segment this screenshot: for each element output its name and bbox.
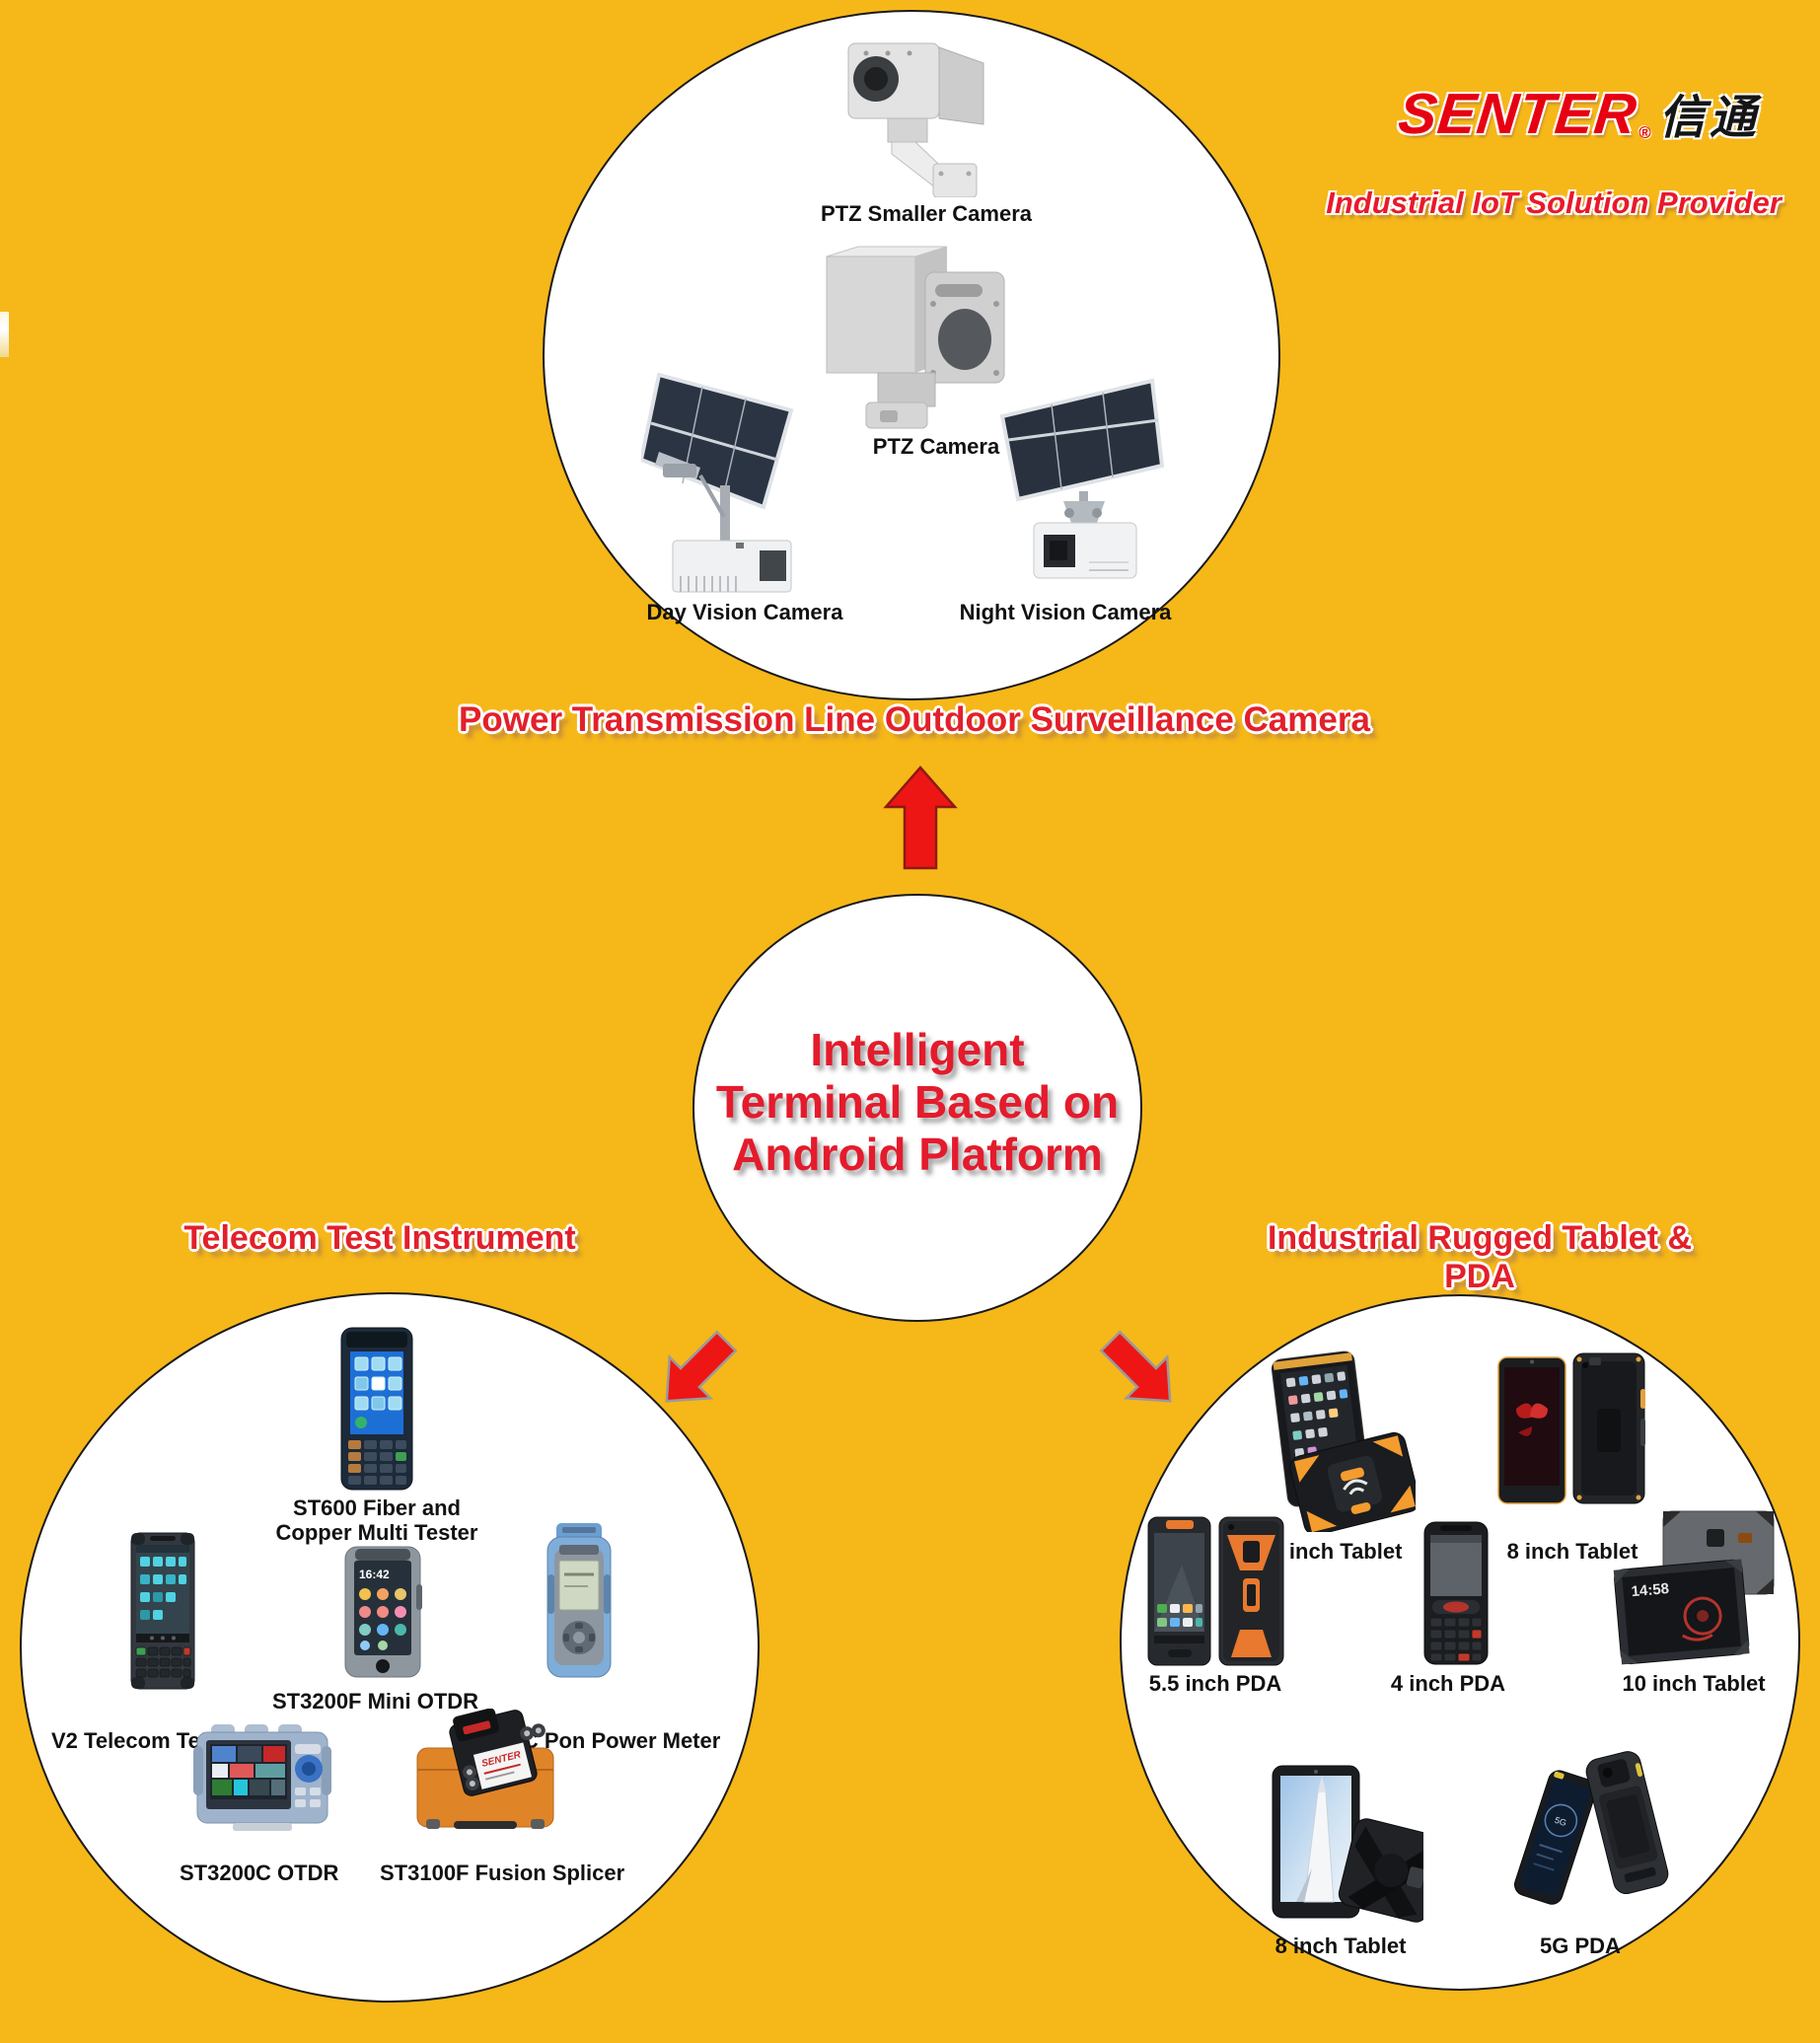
up-arrow-icon xyxy=(883,766,958,870)
center-line-2: Terminal Based on xyxy=(715,1076,1120,1128)
tablet-10inch-label: 10 inch Tablet xyxy=(1622,1671,1766,1696)
st3100f-fusion-splicer-image: SENTER xyxy=(414,1709,557,1833)
day-vision-camera-label: Day Vision Camera xyxy=(646,600,843,624)
ptz-camera-label: PTZ Camera xyxy=(872,434,1000,459)
svg-text:16:42: 16:42 xyxy=(359,1568,390,1581)
registered-trademark-icon: ® xyxy=(1638,123,1651,142)
st805c-power-meter-image xyxy=(543,1523,616,1681)
center-line-3: Android Platform xyxy=(732,1129,1103,1180)
night-vision-camera-image xyxy=(994,375,1164,602)
ptz-smaller-camera-image xyxy=(831,37,1003,197)
senter-logo-text: SENTER xyxy=(1395,82,1640,146)
down-left-arrow-icon xyxy=(626,1301,765,1440)
telecom-section-title: Telecom Test Instrument xyxy=(183,1219,576,1257)
night-vision-camera-label: Night Vision Camera xyxy=(959,600,1172,624)
tablet-8inch-top-label: 8 inch Tablet xyxy=(1506,1539,1638,1564)
st3100f-fusion-splicer-label: ST3100F Fusion Splicer xyxy=(380,1861,625,1885)
svg-text:14:58: 14:58 xyxy=(1631,1580,1670,1600)
tablet-8inch-top-image xyxy=(1494,1350,1647,1517)
pda-55inch-label: 5.5 inch PDA xyxy=(1148,1671,1282,1696)
brand-logo: SENTER ® 信通 xyxy=(1396,79,1760,147)
pda-4inch-label: 4 inch PDA xyxy=(1390,1671,1506,1696)
rugged-section-title: Industrial Rugged Tablet & PDA xyxy=(1267,1219,1693,1295)
st3200f-mini-otdr-image: 16:42 xyxy=(341,1545,424,1679)
st3200c-otdr-image xyxy=(193,1724,331,1833)
svg-text:5G: 5G xyxy=(1554,1815,1568,1828)
tablet-8inch-bottom-image xyxy=(1261,1762,1423,1932)
surveillance-section-title: Power Transmission Line Outdoor Surveill… xyxy=(459,700,1370,739)
ptz-smaller-camera-label: PTZ Smaller Camera xyxy=(821,201,1032,226)
pda-5g-image: 5G xyxy=(1503,1744,1671,1922)
st3200f-mini-otdr-label: ST3200F Mini OTDR xyxy=(272,1689,479,1714)
tablet-7inch-label: 7 inch Tablet xyxy=(1271,1539,1403,1564)
center-circle xyxy=(692,894,1142,1322)
tablet-8inch-bottom-label: 8 inch Tablet xyxy=(1274,1934,1407,1958)
tablet-7inch-image xyxy=(1258,1350,1416,1532)
pda-4inch-image xyxy=(1419,1519,1493,1667)
tablet-10inch-image: 14:58 xyxy=(1612,1507,1780,1670)
pda-55inch-image xyxy=(1144,1513,1287,1669)
ptz-camera-image xyxy=(815,243,1020,430)
center-circle-text: Intelligent Terminal Based on Android Pl… xyxy=(702,1024,1132,1181)
st600-label: ST600 Fiber and Copper Multi Tester xyxy=(275,1496,478,1545)
day-vision-camera-image xyxy=(641,369,843,601)
st3200c-otdr-label: ST3200C OTDR xyxy=(180,1861,339,1885)
center-line-1: Intelligent xyxy=(810,1024,1025,1075)
edge-artifact xyxy=(0,312,9,357)
brand-tagline: Industrial IoT Solution Provider xyxy=(1326,185,1782,220)
senter-logo-chinese: 信通 xyxy=(1658,91,1760,143)
st600-tester-image xyxy=(338,1326,415,1492)
v2-telecom-pda-image xyxy=(128,1531,197,1691)
pda-5g-label: 5G PDA xyxy=(1540,1934,1621,1958)
down-right-arrow-icon xyxy=(1070,1301,1209,1440)
